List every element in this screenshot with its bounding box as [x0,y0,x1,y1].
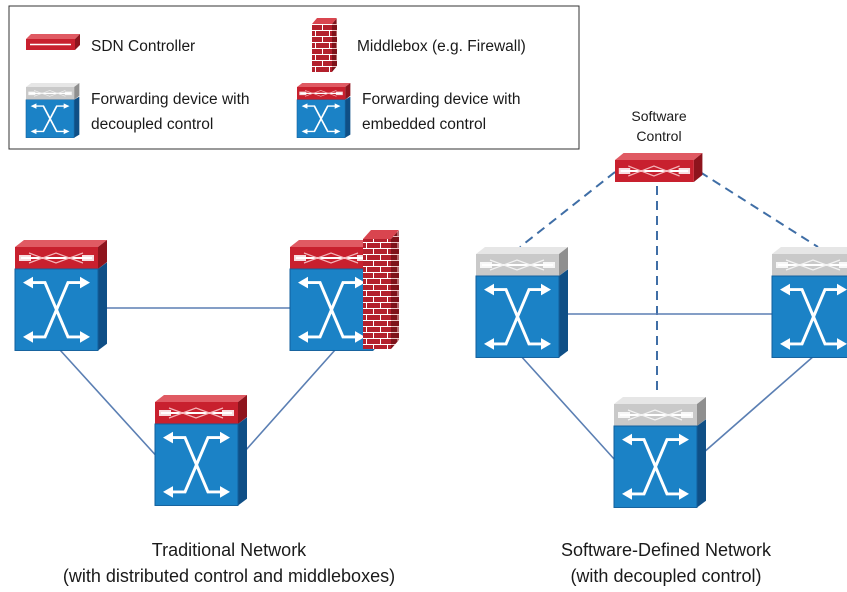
software-control-label-1: Software [631,108,686,124]
link-sdn-left-bottom [519,354,616,461]
sdn-caption-2: (with decoupled control) [570,566,761,586]
traditional-caption-1: Traditional Network [152,540,307,560]
embedded-switch-bottom [153,394,249,507]
legend-embedded-label-2: embedded control [362,116,486,133]
legend-embedded-label-1: Forwarding device with [362,91,521,108]
decoupled-switch-bottom [612,396,708,509]
legend-box [8,5,580,150]
decoupled-device-icon [25,82,81,139]
legend-decoupled-label-2: decoupled control [91,116,213,133]
legend-middlebox-label: Middlebox (e.g. Firewall) [357,38,526,55]
link-tr-bottom [236,349,336,461]
decoupled-switch-right [770,246,847,359]
software-control-label-2: Control [636,128,681,144]
software-controller [614,152,704,183]
embedded-switch-top-left [13,239,109,352]
firewall-icon [312,18,337,72]
control-link-right [699,171,819,248]
legend-decoupled-label-1: Forwarding device with [91,91,250,108]
legend: SDN Controller Middlebox (e.g. Firewall)… [8,5,580,150]
sdn-caption-1: Software-Defined Network [561,540,772,560]
link-tl-bottom [59,349,161,461]
traditional-caption-2: (with distributed control and middleboxe… [63,566,395,586]
decoupled-switch-left [474,246,570,359]
control-link-left [519,171,616,248]
legend-sdn-controller-label: SDN Controller [91,38,195,55]
firewall-middlebox [363,230,399,349]
sdn-controller-icon [26,34,80,50]
sdn-network: Software Control Software-Defined Networ… [474,108,847,586]
embedded-device-icon [296,82,352,139]
traditional-network: Traditional Network (with distributed co… [13,230,399,586]
link-sdn-right-bottom [694,354,816,461]
